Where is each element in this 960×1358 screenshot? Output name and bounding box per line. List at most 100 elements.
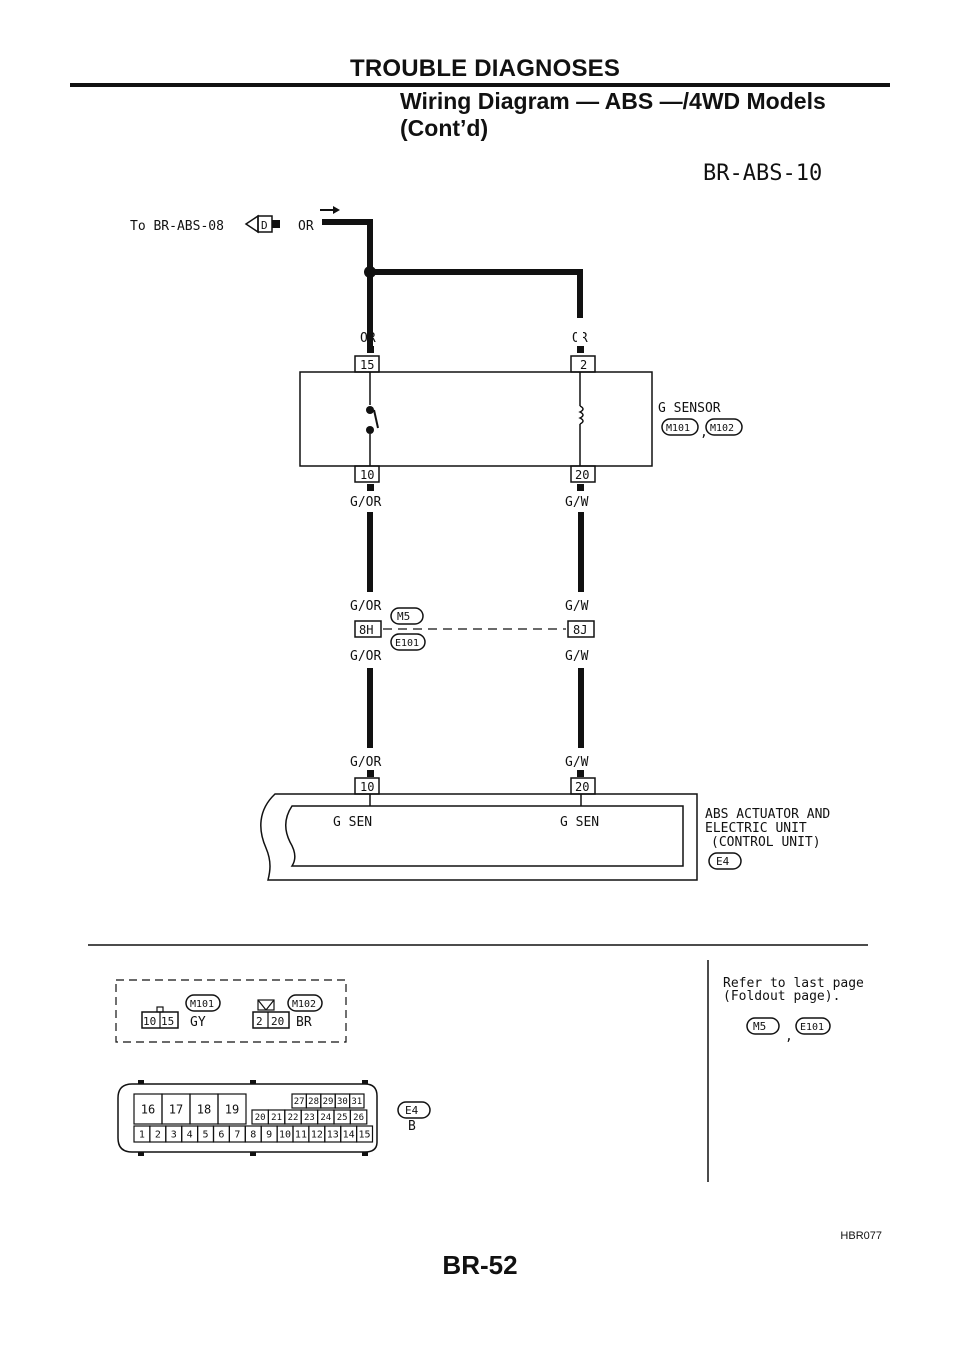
connector-badge-m102-label: M102	[710, 423, 734, 434]
header-rule	[70, 83, 890, 87]
e4-pin-14: 14	[340, 1125, 358, 1143]
e4-pin-18: 18	[189, 1093, 219, 1125]
abs-label-g-sen-right: G SEN	[560, 815, 599, 830]
e4-pin-6-label: 6	[218, 1130, 224, 1141]
e4-pin-29: 29	[320, 1093, 336, 1109]
e4-latch	[250, 1080, 256, 1084]
connector-badge-e4-label: E4	[716, 855, 730, 868]
e4-pin-16-label: 16	[141, 1102, 155, 1116]
wire-label-gw-1: G/W	[565, 495, 589, 510]
subtitle-line-1: Wiring Diagram — ABS —/4WD Models	[400, 88, 826, 114]
e4-pin-31: 31	[349, 1093, 365, 1109]
e4-latch	[138, 1080, 144, 1084]
refer-separator-comma: ,	[785, 1029, 793, 1044]
e4-pin-19-label: 19	[225, 1102, 239, 1116]
connector-badge-e101-label: E101	[395, 638, 419, 649]
e4-pin-21-label: 21	[271, 1113, 282, 1123]
e4-pin-8-label: 8	[250, 1130, 256, 1141]
e4-pin-11: 11	[292, 1125, 310, 1143]
g-sensor-box	[299, 371, 653, 467]
e4-pin-26-cell	[349, 1109, 368, 1125]
abs-pin-right-label: 20	[575, 780, 589, 794]
connector-badge-m101-view	[185, 994, 221, 1012]
abs-unit-name-1: ABS ACTUATOR AND	[705, 807, 830, 822]
abs-unit-name-3: (CONTROL UNIT)	[711, 835, 821, 850]
e4-pin-11-label: 11	[295, 1130, 307, 1141]
abs-pin-left-label: 10	[360, 780, 374, 794]
e4-pin-1: 1	[133, 1125, 151, 1143]
m102-shield-icon-line	[265, 999, 275, 1011]
wire-or-left	[322, 219, 373, 350]
e4-pin-25: 25	[333, 1109, 351, 1125]
g-sensor-pin-bot-left	[354, 465, 380, 483]
to-reference-label: To BR-ABS-08	[130, 219, 224, 234]
wire-gap	[577, 318, 583, 350]
e4-pin-8: 8	[244, 1125, 262, 1143]
connector-badge-m101-label: M101	[666, 423, 690, 434]
wire-label-gw-2: G/W	[565, 599, 589, 614]
e4-pin-30: 30	[334, 1093, 351, 1109]
switch-contact-icon	[366, 426, 374, 434]
e4-pin-15-cell	[356, 1125, 374, 1143]
e4-pin-17: 17	[161, 1093, 191, 1125]
e4-pin-10-label: 10	[279, 1130, 291, 1141]
refer-badge-m5-label: M5	[753, 1020, 766, 1033]
e4-pin-2: 2	[149, 1125, 167, 1143]
connector-badge-e101	[390, 633, 426, 651]
e4-pin-26-label: 26	[353, 1113, 364, 1123]
e4-pin-28: 28	[305, 1093, 322, 1109]
e4-pin-26: 26	[349, 1109, 368, 1125]
e4-pin-13-label: 13	[327, 1130, 339, 1141]
connector-badge-m102-view-label: M102	[292, 999, 316, 1010]
m101-pin-1: 10	[143, 1015, 156, 1028]
page-subtitle: Wiring Diagram — ABS —/4WD Models (Cont’…	[400, 88, 826, 142]
abs-unit-name-2: ELECTRIC UNIT	[705, 821, 807, 836]
m102-shield-icon	[257, 999, 275, 1011]
connector-badge-e4-view	[397, 1101, 431, 1119]
m102-connector-face	[252, 1011, 290, 1029]
e4-pin-4: 4	[181, 1125, 199, 1143]
e4-pin-23: 23	[300, 1109, 319, 1125]
e4-pin-24-label: 24	[320, 1113, 331, 1123]
wire-label-gw-4: G/W	[565, 755, 589, 770]
abs-unit-outer-box	[260, 793, 698, 881]
top-wire-color: OR	[298, 219, 314, 234]
e4-pin-15: 15	[356, 1125, 374, 1143]
m102-color: BR	[296, 1015, 312, 1030]
junction-pin-left-label: 8H	[359, 623, 373, 637]
switch-contact-icon	[366, 406, 374, 414]
g-sensor-pin-bot-right-label: 20	[575, 468, 589, 482]
e4-pin-5: 5	[197, 1125, 215, 1143]
m102-pin-2: 20	[271, 1015, 284, 1028]
connector-badge-e4	[708, 852, 742, 870]
wire-label-or-left: OR	[360, 331, 376, 346]
refer-badge-e101-label: E101	[800, 1022, 824, 1033]
e4-latch	[138, 1152, 144, 1156]
wire-label-gor-4: G/OR	[350, 755, 381, 770]
wire-label-gw-3: G/W	[565, 649, 589, 664]
e4-pin-16: 16	[133, 1093, 163, 1125]
abs-label-g-sen-left: G SEN	[333, 815, 372, 830]
e4-pin-20-label: 20	[255, 1113, 266, 1123]
e4-pin-9: 9	[260, 1125, 278, 1143]
e4-pin-31-label: 31	[351, 1097, 362, 1107]
e4-pin-3-label: 3	[171, 1130, 177, 1141]
junction-pin-right	[567, 620, 595, 638]
e4-pin-14-label: 14	[343, 1130, 355, 1141]
e4-pin-1-label: 1	[139, 1130, 145, 1141]
e4-pin-28-label: 28	[308, 1097, 319, 1107]
e4-pin-10: 10	[276, 1125, 294, 1143]
e4-pin-22-label: 22	[288, 1113, 299, 1123]
e4-pin-23-label: 23	[304, 1113, 315, 1123]
page-number: BR-52	[442, 1250, 518, 1280]
e4-latch	[362, 1080, 368, 1084]
e4-pin-30-label: 30	[337, 1097, 348, 1107]
wire-or-right	[370, 269, 583, 318]
e4-pin-20: 20	[251, 1109, 269, 1125]
junction-pin-left	[354, 620, 382, 638]
separator-comma: ,	[700, 425, 708, 440]
m101-color: GY	[190, 1015, 206, 1030]
diagram-id: BR-ABS-10	[703, 161, 822, 186]
